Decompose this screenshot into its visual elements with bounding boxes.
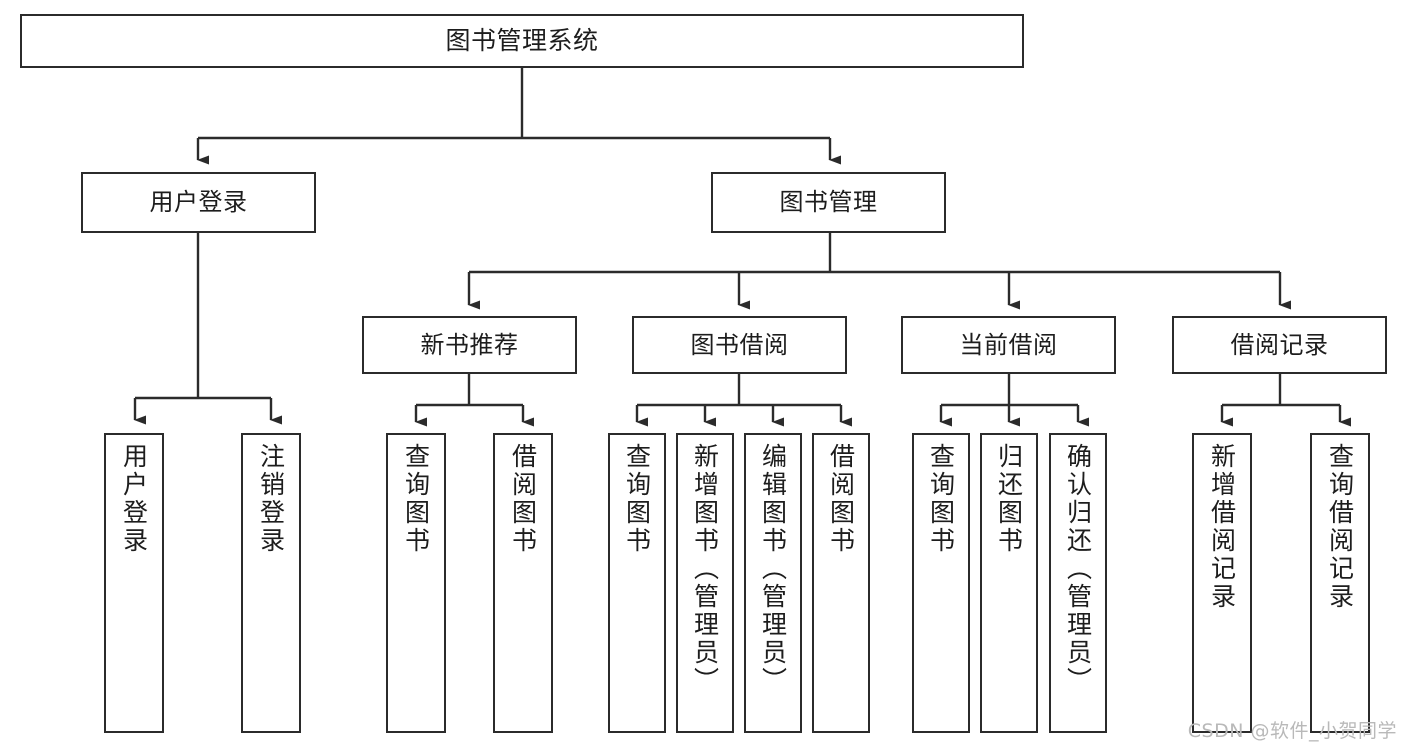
node-label: 图书管理系统 (445, 26, 599, 56)
node-current-borrow[interactable]: 当前借阅 (901, 316, 1116, 374)
node-label: 借阅图书 (508, 443, 538, 555)
leaf-query-book-borrow[interactable]: 查询图书 (608, 433, 666, 733)
node-label: 查询借阅记录 (1325, 443, 1355, 611)
node-label: 查询图书 (401, 443, 431, 555)
node-label: 图书管理 (779, 188, 878, 217)
node-user-login[interactable]: 用户登录 (81, 172, 316, 233)
leaf-query-borrow-record[interactable]: 查询借阅记录 (1310, 433, 1370, 733)
node-book-borrow[interactable]: 图书借阅 (632, 316, 847, 374)
leaf-add-borrow-record[interactable]: 新增借阅记录 (1192, 433, 1252, 733)
node-new-book-recommend[interactable]: 新书推荐 (362, 316, 577, 374)
node-label: 注销登录 (256, 443, 286, 555)
node-label: 查询图书 (926, 443, 956, 555)
node-root-book-management-system[interactable]: 图书管理系统 (20, 14, 1024, 68)
leaf-return-book[interactable]: 归还图书 (980, 433, 1038, 733)
leaf-user-login[interactable]: 用户登录 (104, 433, 164, 733)
node-label: 新书推荐 (420, 330, 519, 359)
node-label: 用户登录 (119, 443, 149, 555)
node-label: 新增图书（管理员） (690, 443, 720, 695)
leaf-query-book-recommend[interactable]: 查询图书 (386, 433, 446, 733)
node-label: 当前借阅 (959, 330, 1058, 359)
node-label: 图书借阅 (690, 330, 789, 359)
leaf-borrow-book-recommend[interactable]: 借阅图书 (493, 433, 553, 733)
leaf-edit-book-admin[interactable]: 编辑图书（管理员） (744, 433, 802, 733)
leaf-borrow-book[interactable]: 借阅图书 (812, 433, 870, 733)
node-label: 查询图书 (622, 443, 652, 555)
csdn-watermark: CSDN @软件_小贺同学 (1187, 720, 1397, 742)
node-borrow-record[interactable]: 借阅记录 (1172, 316, 1387, 374)
node-label: 借阅图书 (826, 443, 856, 555)
node-label: 编辑图书（管理员） (758, 443, 788, 695)
node-label: 用户登录 (149, 188, 248, 217)
node-label: 确认归还（管理员） (1063, 443, 1093, 695)
leaf-query-book-current[interactable]: 查询图书 (912, 433, 970, 733)
node-label: 借阅记录 (1230, 330, 1329, 359)
leaf-add-book-admin[interactable]: 新增图书（管理员） (676, 433, 734, 733)
leaf-confirm-return-admin[interactable]: 确认归还（管理员） (1049, 433, 1107, 733)
node-label: 新增借阅记录 (1207, 443, 1237, 611)
node-label: 归还图书 (994, 443, 1024, 555)
node-book-management[interactable]: 图书管理 (711, 172, 946, 233)
leaf-logout[interactable]: 注销登录 (241, 433, 301, 733)
